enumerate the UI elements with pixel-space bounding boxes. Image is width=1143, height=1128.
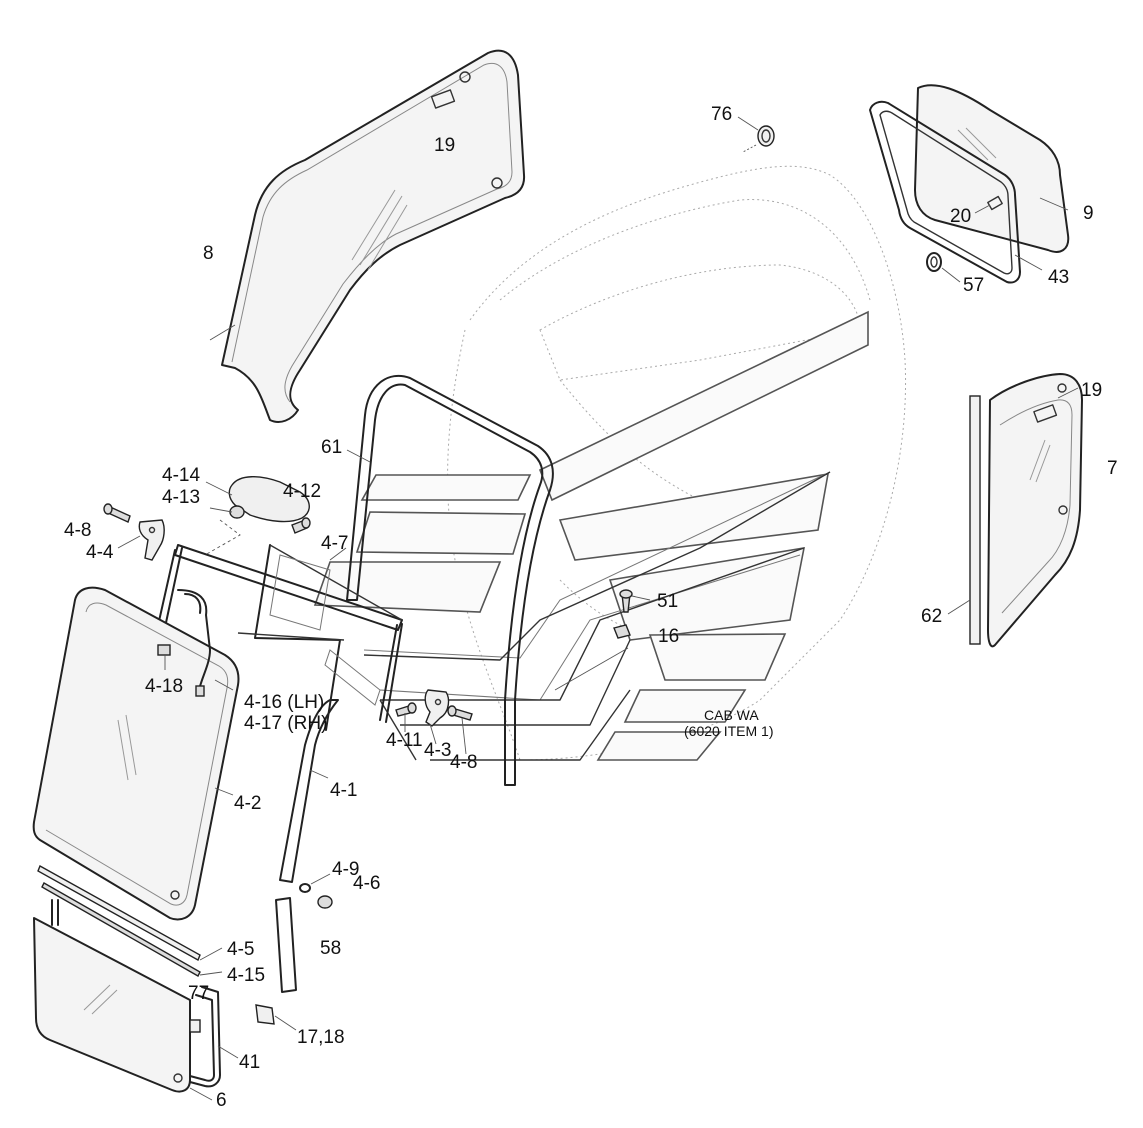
cab-side-panels (363, 310, 869, 761)
label-17-18: 17,18 (297, 1027, 345, 1048)
rear-window-glass-8 (221, 49, 526, 423)
side-window-glass-9 (914, 84, 1070, 253)
label-4-18: 4-18 (145, 676, 183, 697)
right-glass-label-plate (1033, 404, 1058, 423)
bolt-4-11 (395, 702, 417, 732)
glass-strip-62 (947, 395, 981, 645)
label-4-2: 4-2 (234, 793, 261, 814)
seal-41 (51, 899, 239, 1101)
label-6: 6 (216, 1090, 227, 1111)
bolt-4-12 (291, 517, 311, 534)
label-4-17-rh: 4-17 (RH) (244, 713, 327, 734)
label-4-4: 4-4 (86, 542, 114, 563)
label-4-1: 4-1 (330, 780, 357, 801)
label-8: 8 (203, 243, 214, 264)
callout-labels: 76 19 8 20 9 57 43 19 7 62 61 4-14 4-13 … (64, 104, 1118, 1111)
label-16: 16 (658, 626, 679, 647)
label-9: 9 (1083, 203, 1094, 224)
strip-58 (275, 897, 297, 993)
label-77: 77 (188, 983, 209, 1004)
label-57: 57 (963, 275, 984, 296)
label-4-16-lh: 4-16 (LH) (244, 692, 324, 713)
lower-glass-6 (33, 917, 191, 1093)
leader-lines (209, 197, 1079, 796)
label-4-14: 4-14 (162, 465, 200, 486)
door-upper-frame (156, 544, 403, 731)
handle-assembly-4-12 (204, 476, 310, 556)
door-seal-4-1 (279, 699, 339, 883)
label-4-8-upper: 4-8 (64, 520, 91, 541)
label-7: 7 (1107, 458, 1118, 479)
label-4-5: 4-5 (227, 939, 254, 960)
door-panel-stripes (313, 474, 532, 613)
bolt-51 (619, 589, 633, 613)
label-19-rear: 19 (434, 135, 455, 156)
label-43: 43 (1048, 267, 1069, 288)
washer-4-9 (299, 873, 331, 893)
cab-note-line1: CAB WA (704, 707, 759, 723)
label-4-7: 4-7 (321, 533, 348, 554)
label-61: 61 (321, 437, 342, 458)
label-4-3: 4-3 (424, 740, 451, 761)
clip-16 (554, 624, 631, 691)
label-51: 51 (657, 591, 678, 612)
grommet-57 (926, 252, 942, 272)
label-20: 20 (950, 206, 971, 227)
label-19-side: 19 (1081, 380, 1102, 401)
label-58: 58 (320, 938, 341, 959)
cab-body-outline (447, 165, 907, 761)
rear-window-label-plate (430, 89, 456, 109)
label-41: 41 (239, 1052, 260, 1073)
spacer-4-6 (317, 895, 333, 909)
door-glass-4-2 (32, 586, 240, 921)
label-4-6: 4-6 (353, 873, 380, 894)
label-4-12: 4-12 (283, 481, 321, 502)
label-62: 62 (921, 606, 942, 627)
cable-4-18 (157, 589, 211, 697)
bracket-4-4 (117, 519, 165, 561)
bolt-4-8-upper (103, 503, 131, 523)
label-4-13: 4-13 (162, 487, 200, 508)
bracket-4-3 (424, 689, 450, 745)
label-4-15: 4-15 (227, 965, 265, 986)
cab-note-line2: (6020 ITEM 1) (684, 723, 773, 739)
side-window-label-plate (987, 195, 1003, 211)
window-seal-43 (869, 100, 1021, 284)
door-seal-61 (346, 374, 554, 786)
label-4-8-lower: 4-8 (450, 752, 477, 773)
catch-17-18 (255, 1004, 297, 1031)
bolt-4-8-lower (447, 705, 473, 755)
label-4-9: 4-9 (332, 859, 359, 880)
label-4-11: 4-11 (386, 730, 423, 751)
rail-4-5 (37, 865, 223, 977)
grommet-76 (737, 116, 775, 153)
right-side-glass-7 (987, 373, 1083, 648)
label-76: 76 (711, 104, 732, 125)
